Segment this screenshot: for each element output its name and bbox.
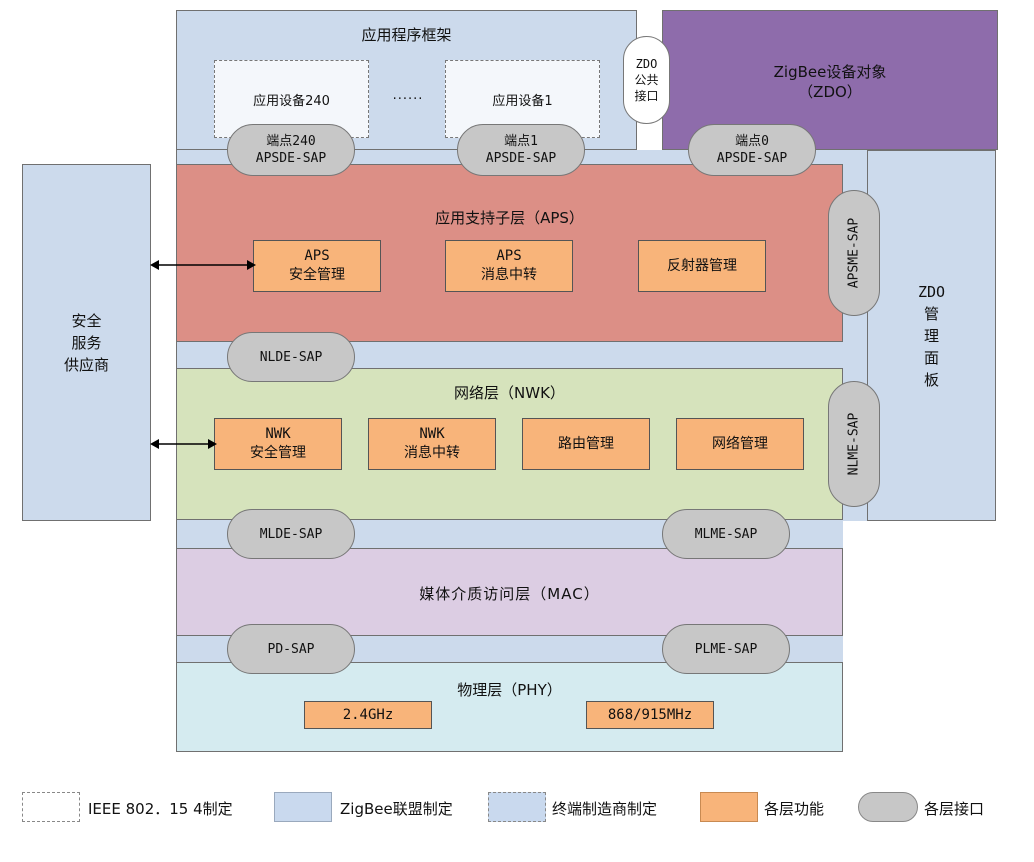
pd-sap-label: PD-SAP bbox=[267, 641, 315, 657]
legend-swatch-vendor bbox=[488, 792, 546, 822]
aps-relay-line1: APS bbox=[496, 248, 522, 264]
legend-swatch-ieee bbox=[22, 792, 80, 822]
arrow-security-to-aps bbox=[150, 260, 256, 270]
endpoint-240-line2: APSDE-SAP bbox=[255, 151, 327, 166]
mac-layer-title: 媒体介质访问层（MAC） bbox=[419, 585, 600, 603]
zdo-panel-line4: 面 bbox=[923, 348, 939, 367]
zdo-object-line1: ZigBee设备对象 bbox=[773, 63, 887, 81]
phy-band-868-915mhz-label: 868/915MHz bbox=[607, 706, 693, 723]
apsme-sap: APSME-SAP bbox=[828, 190, 880, 316]
apsme-sap-label: APSME-SAP bbox=[846, 217, 862, 289]
app-device-240-label: 应用设备240 bbox=[253, 93, 330, 109]
zdo-public-line3: 接口 bbox=[634, 89, 659, 103]
mlde-sap: MLDE-SAP bbox=[227, 509, 355, 559]
phy-layer-title: 物理层（PHY） bbox=[457, 681, 562, 699]
legend-label-zigbee: ZigBee联盟制定 bbox=[340, 800, 453, 818]
zdo-object-title: ZigBee设备对象 （ZDO） bbox=[662, 62, 998, 102]
endpoint-0-line1-text: 端点0 bbox=[735, 134, 769, 149]
nlde-sap: NLDE-SAP bbox=[227, 332, 355, 382]
security-provider-line1: 安全 bbox=[71, 311, 102, 330]
zdo-object-region bbox=[662, 10, 998, 150]
endpoint-240-line1: 端点240 bbox=[266, 134, 316, 149]
zdo-panel-line3: 理 bbox=[923, 326, 939, 345]
nwk-relay-line1: NWK bbox=[419, 426, 445, 442]
nwk-security-mgmt: NWK 安全管理 bbox=[214, 418, 342, 470]
legend-label-ieee: IEEE 802．15 4制定 bbox=[88, 800, 233, 818]
security-provider-line3: 供应商 bbox=[63, 355, 109, 374]
legend-swatch-function bbox=[700, 792, 758, 822]
legend-swatch-interface bbox=[858, 792, 918, 822]
phy-band-2-4ghz-label: 2.4GHz bbox=[342, 706, 394, 723]
mlme-sap: MLME-SAP bbox=[662, 509, 790, 559]
nlme-sap: NLME-SAP bbox=[828, 381, 880, 507]
app-device-1-label: 应用设备1 bbox=[492, 93, 553, 109]
app-framework-title: 应用程序框架 bbox=[361, 26, 452, 44]
mlde-sap-label: MLDE-SAP bbox=[259, 526, 323, 542]
nwk-network-mgmt: 网络管理 bbox=[676, 418, 804, 470]
nwk-network-label: 网络管理 bbox=[712, 435, 768, 452]
security-provider-region: 安全 服务 供应商 bbox=[22, 164, 151, 521]
plme-sap: PLME-SAP bbox=[662, 624, 790, 674]
phy-layer-region bbox=[176, 662, 843, 752]
arrow-security-to-nwk bbox=[150, 439, 217, 449]
aps-security-line1: APS bbox=[304, 248, 330, 264]
zdo-panel-line5: 板 bbox=[923, 370, 939, 389]
zdo-public-line2: 公共 bbox=[634, 73, 659, 87]
aps-relay-line2: 消息中转 bbox=[481, 267, 537, 283]
zdo-object-line2: （ZDO） bbox=[798, 83, 862, 101]
phy-band-2-4ghz: 2.4GHz bbox=[304, 701, 432, 729]
zdo-public-line1: ZDO bbox=[635, 57, 658, 71]
zdo-public-interface: ZDO 公共 接口 bbox=[623, 36, 670, 124]
mlme-sap-label: MLME-SAP bbox=[694, 526, 758, 542]
nlme-sap-label: NLME-SAP bbox=[846, 412, 862, 476]
aps-layer-title: 应用支持子层（APS） bbox=[435, 209, 584, 227]
ellipsis: ...... bbox=[392, 88, 424, 103]
endpoint-1-line2: APSDE-SAP bbox=[485, 151, 557, 166]
aps-reflector-mgmt: 反射器管理 bbox=[638, 240, 766, 292]
nwk-routing-mgmt: 路由管理 bbox=[522, 418, 650, 470]
security-provider-line2: 服务 bbox=[71, 333, 102, 352]
legend-label-interface: 各层接口 bbox=[924, 800, 985, 818]
endpoint-0-line2: APSDE-SAP bbox=[716, 151, 788, 166]
mac-layer-region bbox=[176, 548, 843, 636]
phy-band-868-915mhz: 868/915MHz bbox=[586, 701, 714, 729]
pd-sap: PD-SAP bbox=[227, 624, 355, 674]
legend-swatch-zigbee bbox=[274, 792, 332, 822]
endpoint-1-sap: 端点1 APSDE-SAP bbox=[457, 124, 585, 176]
zdo-panel-line1: ZDO bbox=[917, 282, 946, 301]
aps-security-line2: 安全管理 bbox=[289, 267, 345, 283]
legend-label-function: 各层功能 bbox=[764, 800, 825, 818]
aps-reflector-label: 反射器管理 bbox=[667, 257, 737, 274]
nwk-security-line2: 安全管理 bbox=[250, 445, 306, 461]
nwk-routing-label: 路由管理 bbox=[558, 435, 614, 452]
nwk-message-relay: NWK 消息中转 bbox=[368, 418, 496, 470]
endpoint-0-sap: 端点240 端点0 APSDE-SAP bbox=[688, 124, 816, 176]
zdo-management-panel: ZDO 管 理 面 板 bbox=[867, 150, 996, 521]
endpoint-1-line1: 端点1 bbox=[504, 134, 538, 149]
nwk-relay-line2: 消息中转 bbox=[404, 445, 460, 461]
nwk-security-line1: NWK bbox=[265, 426, 291, 442]
aps-message-relay: APS 消息中转 bbox=[445, 240, 573, 292]
plme-sap-label: PLME-SAP bbox=[694, 641, 758, 657]
nwk-layer-title: 网络层（NWK） bbox=[454, 384, 565, 402]
nlde-sap-label: NLDE-SAP bbox=[259, 349, 323, 365]
legend-label-vendor: 终端制造商制定 bbox=[552, 800, 658, 818]
zdo-panel-line2: 管 bbox=[923, 304, 939, 323]
aps-security-mgmt: APS 安全管理 bbox=[253, 240, 381, 292]
endpoint-240-sap: 端点240 APSDE-SAP bbox=[227, 124, 355, 176]
